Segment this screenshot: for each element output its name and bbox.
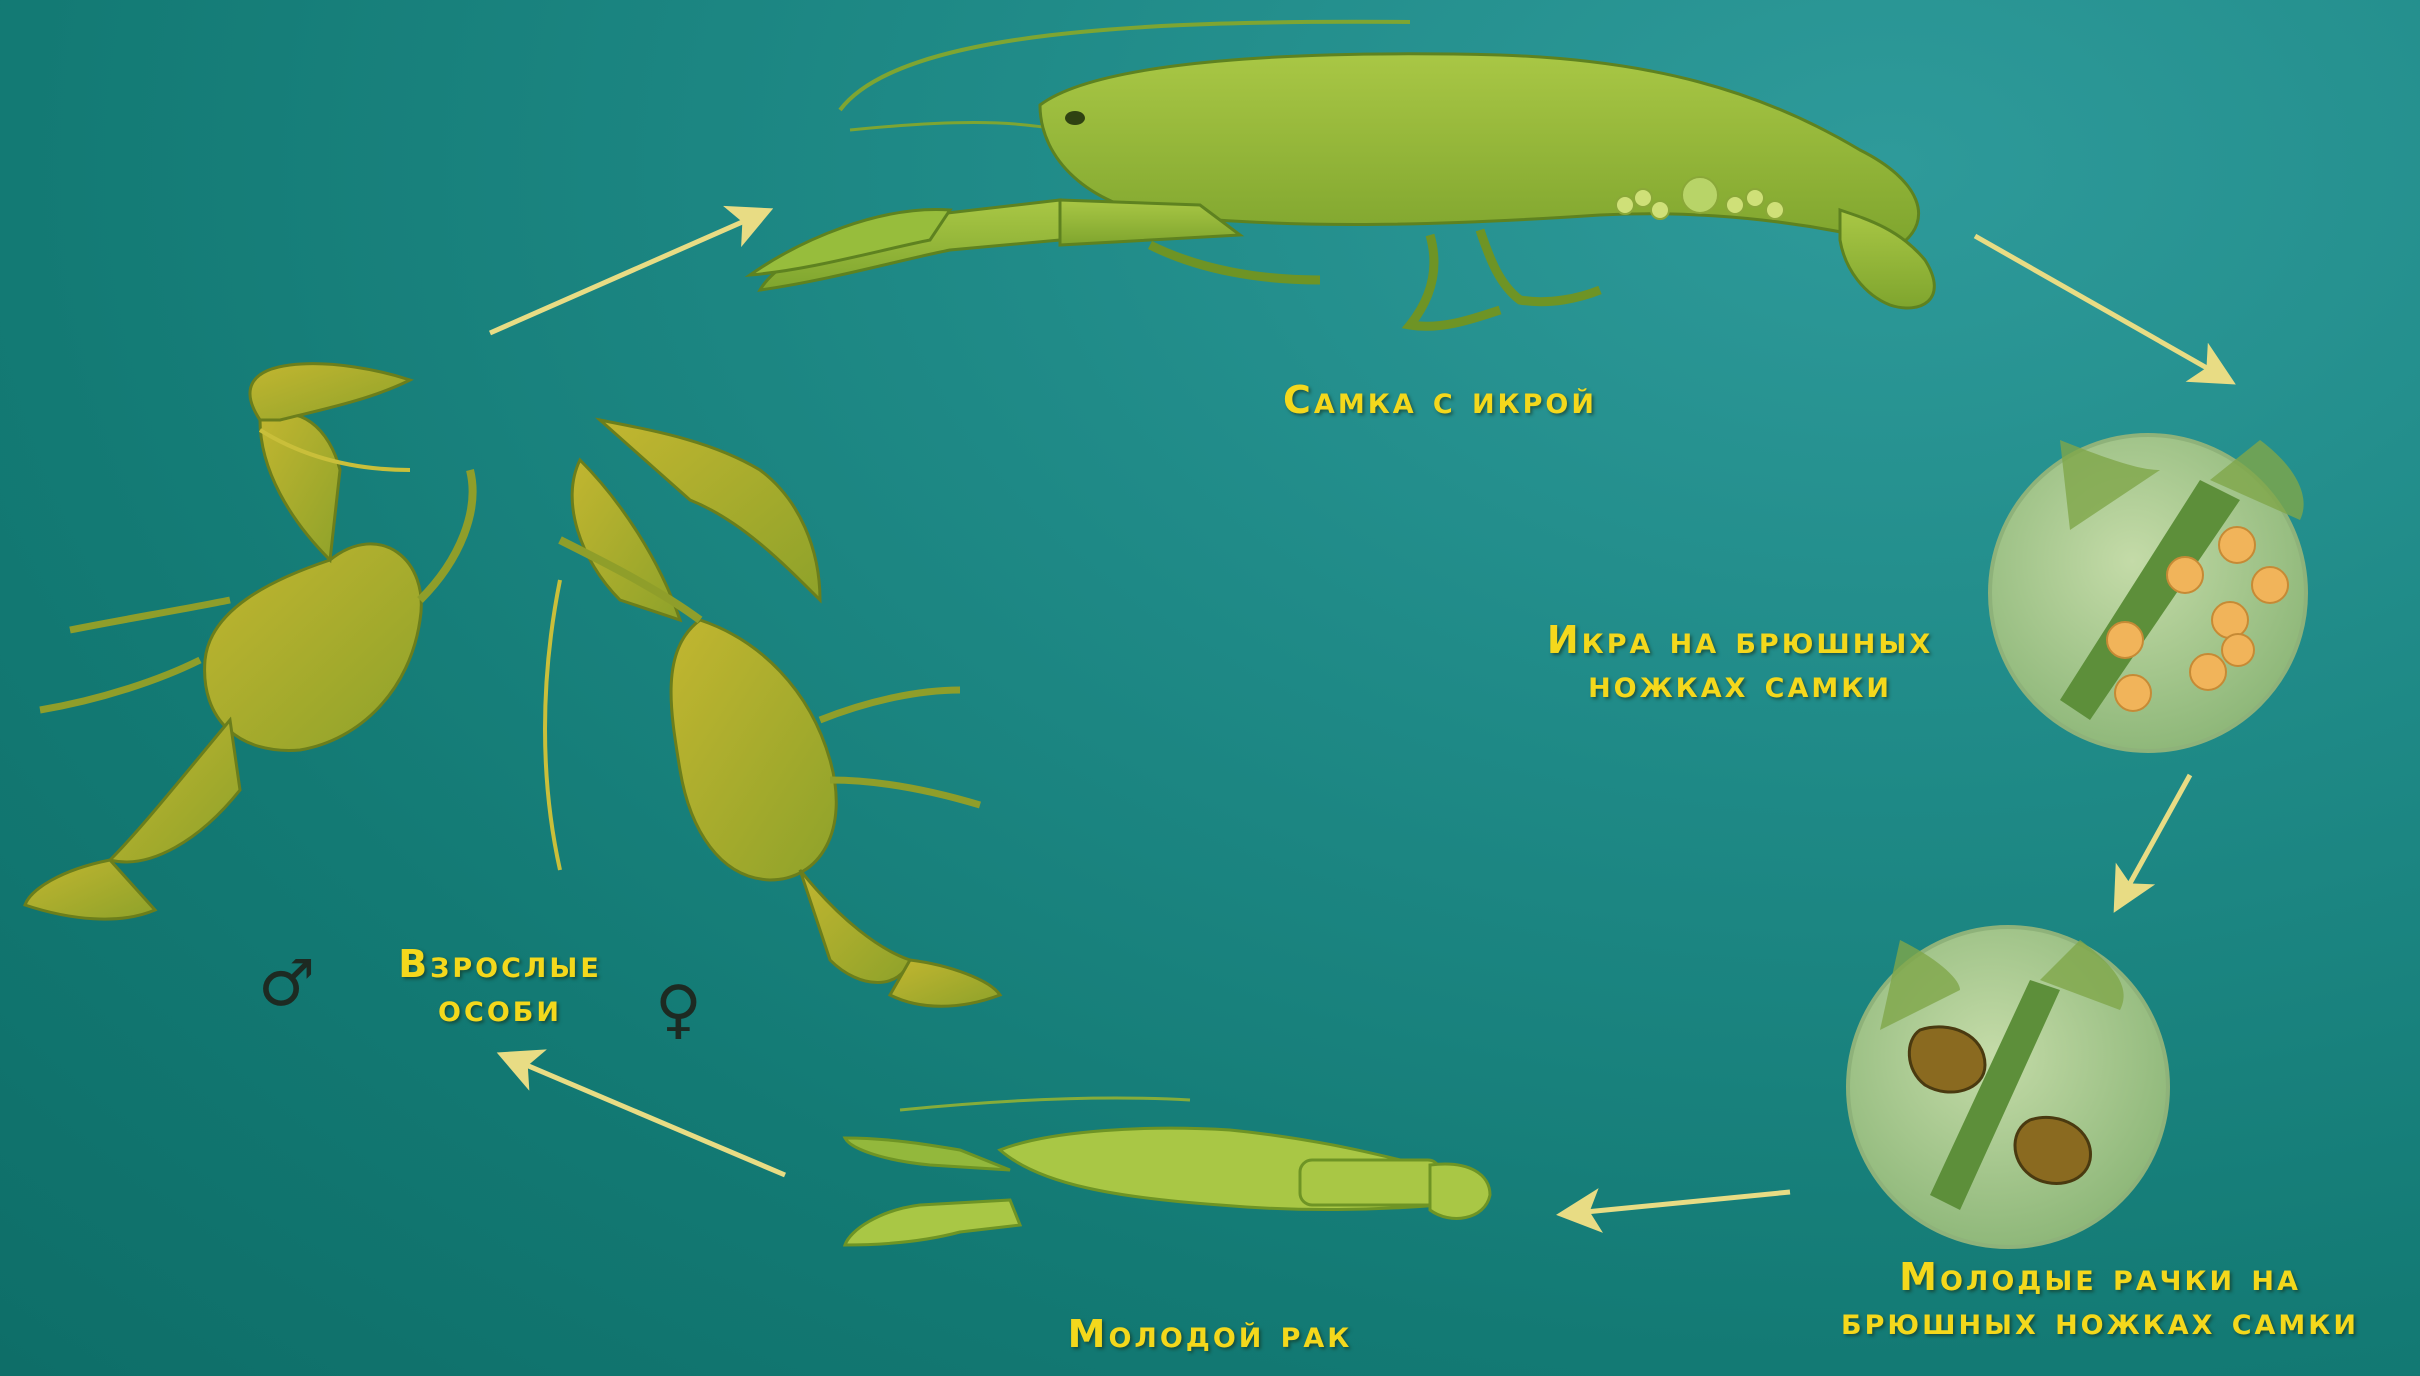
- arrow-crayfish-to-adults: [505, 1056, 785, 1175]
- young-crayfish-icon: [845, 1098, 1490, 1245]
- arrow-young-to-crayfish: [1565, 1192, 1790, 1214]
- arrow-female-to-eggs: [1975, 236, 2228, 380]
- adult-crayfish-pair-icon: [25, 364, 1000, 1007]
- female-symbol-icon: ♀: [655, 978, 702, 1042]
- label-adults: Взрослые особи: [360, 942, 640, 1030]
- male-symbol-icon: ♂: [258, 952, 315, 1016]
- label-female-with-eggs: Самка с икрой: [1230, 378, 1650, 422]
- young-on-legs-circle: [1848, 927, 2168, 1247]
- arrow-eggs-to-young: [2118, 775, 2190, 905]
- female-crayfish-icon: [750, 22, 1934, 327]
- label-eggs-on-legs: Икра на брюшных ножках самки: [1505, 618, 1975, 706]
- arrow-adults-to-female: [490, 212, 765, 333]
- label-young-on-legs: Молодые рачки на брюшных ножках самки: [1820, 1255, 2380, 1343]
- label-young-crayfish: Молодой рак: [1010, 1312, 1410, 1356]
- eggs-on-legs-circle: [1990, 435, 2306, 751]
